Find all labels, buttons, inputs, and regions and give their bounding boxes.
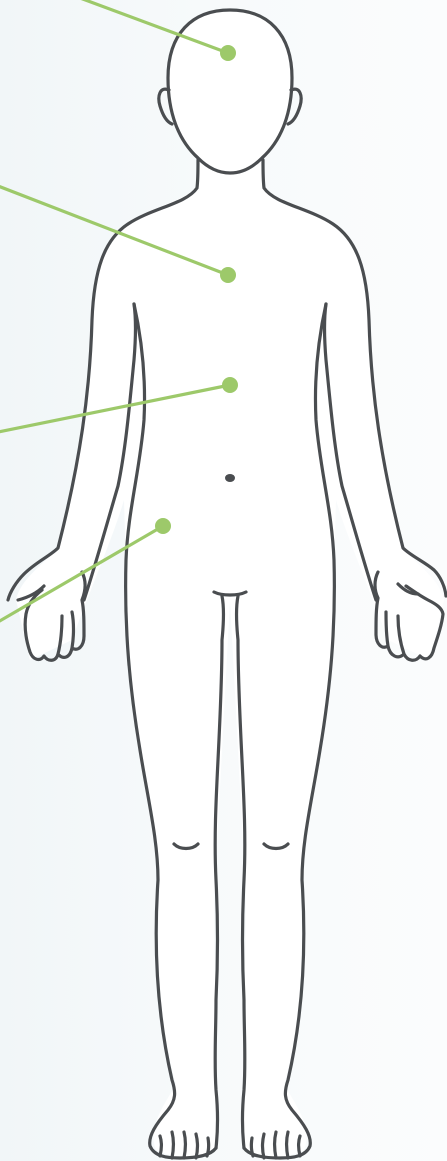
head-marker[interactable] (220, 45, 236, 61)
abdomen-marker[interactable] (222, 377, 238, 393)
navel (225, 474, 235, 482)
body-silhouette-fill (16, 10, 444, 1157)
hip-marker[interactable] (155, 518, 171, 534)
chest-marker[interactable] (220, 267, 236, 283)
